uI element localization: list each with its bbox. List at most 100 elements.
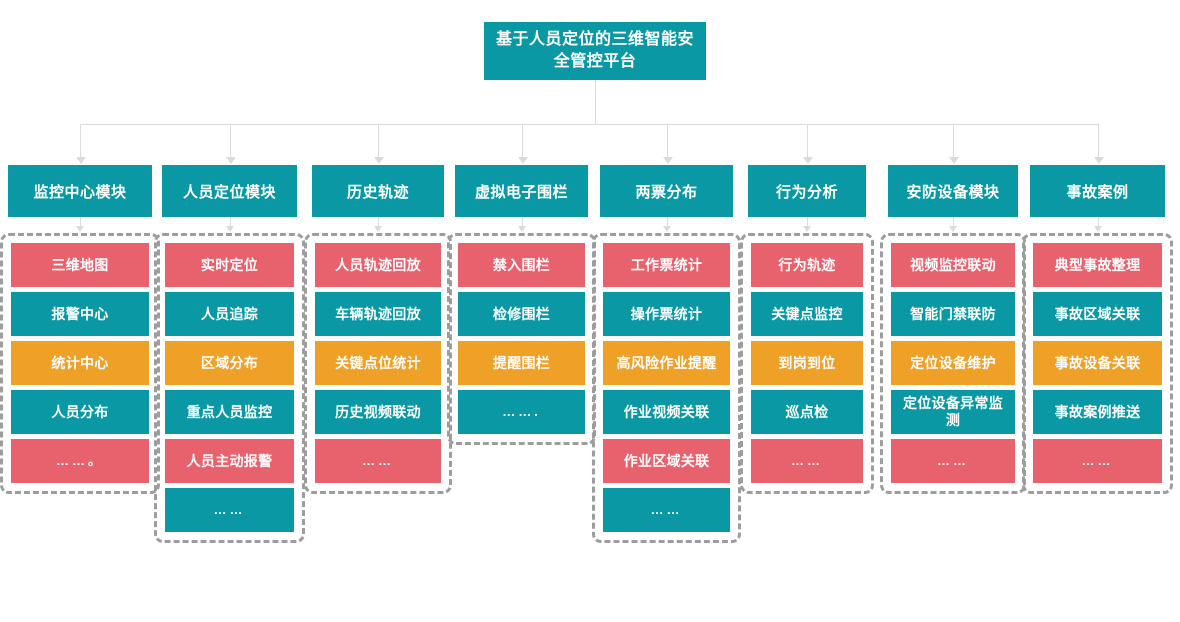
group-connector-5 (666, 217, 668, 226)
arrow-down-icon (76, 157, 86, 164)
feature-item[interactable]: ……. (457, 389, 586, 435)
feature-item[interactable]: 作业视频关联 (602, 389, 731, 435)
group-connector-4 (521, 217, 523, 226)
group-connector-7 (953, 217, 954, 226)
module-header-7[interactable]: 安防设备模块 (888, 165, 1018, 217)
feature-item[interactable]: 作业区域关联 (602, 438, 731, 484)
feature-item[interactable]: 事故设备关联 (1032, 340, 1163, 386)
feature-list: 典型事故整理事故区域关联事故设备关联事故案例推送…… (1032, 242, 1163, 484)
feature-item[interactable]: 人员主动报警 (164, 438, 295, 484)
feature-item[interactable]: 事故区域关联 (1032, 291, 1163, 337)
module-column: 虚拟电子围栏禁入围栏检修围栏提醒围栏……. (447, 165, 596, 445)
feature-item[interactable]: 区域分布 (164, 340, 295, 386)
feature-item[interactable]: 关键点位统计 (314, 340, 442, 386)
feature-item[interactable]: …… (1032, 438, 1163, 484)
feature-list: 视频监控联动智能门禁联防定位设备维护定位设备异常监测…… (890, 242, 1016, 484)
arrow-down-icon (374, 157, 384, 164)
platform-title-node: 基于人员定位的三维智能安全管控平台 (484, 22, 706, 80)
feature-item[interactable]: 三维地图 (10, 242, 150, 288)
horizontal-bus-line (80, 124, 1098, 125)
arrow-down-icon (517, 157, 528, 164)
feature-list: 实时定位人员追踪区域分布重点人员监控人员主动报警…… (164, 242, 295, 533)
module-header-2[interactable]: 人员定位模块 (162, 165, 297, 217)
feature-item[interactable]: 智能门禁联防 (890, 291, 1016, 337)
module-header-3[interactable]: 历史轨迹 (312, 165, 444, 217)
module-column: 行为分析行为轨迹关键点监控到岗到位巡点检…… (740, 165, 874, 494)
drop-line-4 (521, 124, 523, 158)
module-group-container: 禁入围栏检修围栏提醒围栏……. (447, 233, 596, 445)
module-column: 两票分布工作票统计操作票统计高风险作业提醒作业视频关联作业区域关联…… (592, 165, 741, 543)
module-group-container: 三维地图报警中心统计中心人员分布……。 (0, 233, 160, 494)
arrow-down-icon (517, 226, 526, 232)
feature-list: 三维地图报警中心统计中心人员分布……。 (10, 242, 150, 484)
feature-item[interactable]: 操作票统计 (602, 291, 731, 337)
feature-item[interactable]: 车辆轨迹回放 (314, 291, 442, 337)
arrow-down-icon (803, 226, 811, 232)
module-header-6[interactable]: 行为分析 (748, 165, 866, 217)
feature-list: 工作票统计操作票统计高风险作业提醒作业视频关联作业区域关联…… (602, 242, 731, 533)
feature-item[interactable]: 到岗到位 (750, 340, 864, 386)
feature-item[interactable]: 巡点检 (750, 389, 864, 435)
module-group-container: 典型事故整理事故区域关联事故设备关联事故案例推送…… (1022, 233, 1173, 494)
arrow-down-icon (1093, 157, 1104, 164)
feature-item[interactable]: 事故案例推送 (1032, 389, 1163, 435)
feature-item[interactable]: 关键点监控 (750, 291, 864, 337)
feature-item[interactable]: …… (314, 438, 442, 484)
group-connector-6 (807, 217, 808, 226)
group-connector-8 (1097, 217, 1099, 226)
feature-item[interactable]: 实时定位 (164, 242, 295, 288)
feature-item[interactable]: …… (164, 487, 295, 533)
drop-line-5 (666, 124, 668, 158)
arrow-down-icon (374, 226, 382, 232)
feature-item[interactable]: 提醒围栏 (457, 340, 586, 386)
drop-line-1 (80, 124, 81, 158)
drop-line-3 (378, 124, 379, 158)
feature-item[interactable]: 定位设备异常监测 (890, 389, 1016, 435)
feature-item[interactable]: 历史视频联动 (314, 389, 442, 435)
feature-item[interactable]: …… (602, 487, 731, 533)
feature-item[interactable]: 人员分布 (10, 389, 150, 435)
feature-item[interactable]: 报警中心 (10, 291, 150, 337)
arrow-down-icon (662, 157, 673, 164)
module-column: 安防设备模块视频监控联动智能门禁联防定位设备维护定位设备异常监测…… (880, 165, 1026, 494)
group-connector-2 (229, 217, 231, 226)
feature-item[interactable]: 高风险作业提醒 (602, 340, 731, 386)
module-column: 历史轨迹人员轨迹回放车辆轨迹回放关键点位统计历史视频联动…… (304, 165, 452, 494)
feature-item[interactable]: 工作票统计 (602, 242, 731, 288)
module-group-container: 实时定位人员追踪区域分布重点人员监控人员主动报警…… (154, 233, 305, 543)
group-connector-1 (80, 217, 81, 226)
module-column: 人员定位模块实时定位人员追踪区域分布重点人员监控人员主动报警…… (154, 165, 305, 543)
feature-list: 禁入围栏检修围栏提醒围栏……. (457, 242, 586, 435)
arrow-down-icon (803, 157, 813, 164)
feature-list: 行为轨迹关键点监控到岗到位巡点检…… (750, 242, 864, 484)
feature-item[interactable]: 统计中心 (10, 340, 150, 386)
arrow-down-icon (949, 226, 957, 232)
feature-item[interactable]: ……。 (10, 438, 150, 484)
module-header-8[interactable]: 事故案例 (1030, 165, 1165, 217)
feature-item[interactable]: 行为轨迹 (750, 242, 864, 288)
arrow-down-icon (225, 226, 234, 232)
module-header-5[interactable]: 两票分布 (600, 165, 733, 217)
module-group-container: 工作票统计操作票统计高风险作业提醒作业视频关联作业区域关联…… (592, 233, 741, 543)
feature-item[interactable]: …… (750, 438, 864, 484)
arrow-down-icon (225, 157, 236, 164)
feature-item[interactable]: 禁入围栏 (457, 242, 586, 288)
drop-line-2 (229, 124, 231, 158)
feature-item[interactable]: 检修围栏 (457, 291, 586, 337)
group-connector-3 (378, 217, 379, 226)
drop-line-7 (953, 124, 954, 158)
feature-item[interactable]: 重点人员监控 (164, 389, 295, 435)
feature-item[interactable]: 人员轨迹回放 (314, 242, 442, 288)
module-group-container: 视频监控联动智能门禁联防定位设备维护定位设备异常监测…… (880, 233, 1026, 494)
drop-line-8 (1097, 124, 1099, 158)
feature-item[interactable]: 典型事故整理 (1032, 242, 1163, 288)
module-column: 事故案例典型事故整理事故区域关联事故设备关联事故案例推送…… (1022, 165, 1173, 494)
feature-item[interactable]: 视频监控联动 (890, 242, 1016, 288)
module-header-1[interactable]: 监控中心模块 (8, 165, 152, 217)
feature-item[interactable]: …… (890, 438, 1016, 484)
feature-item[interactable]: 定位设备维护 (890, 340, 1016, 386)
module-group-container: 行为轨迹关键点监控到岗到位巡点检…… (740, 233, 874, 494)
drop-line-6 (807, 124, 808, 158)
module-header-4[interactable]: 虚拟电子围栏 (455, 165, 588, 217)
feature-item[interactable]: 人员追踪 (164, 291, 295, 337)
